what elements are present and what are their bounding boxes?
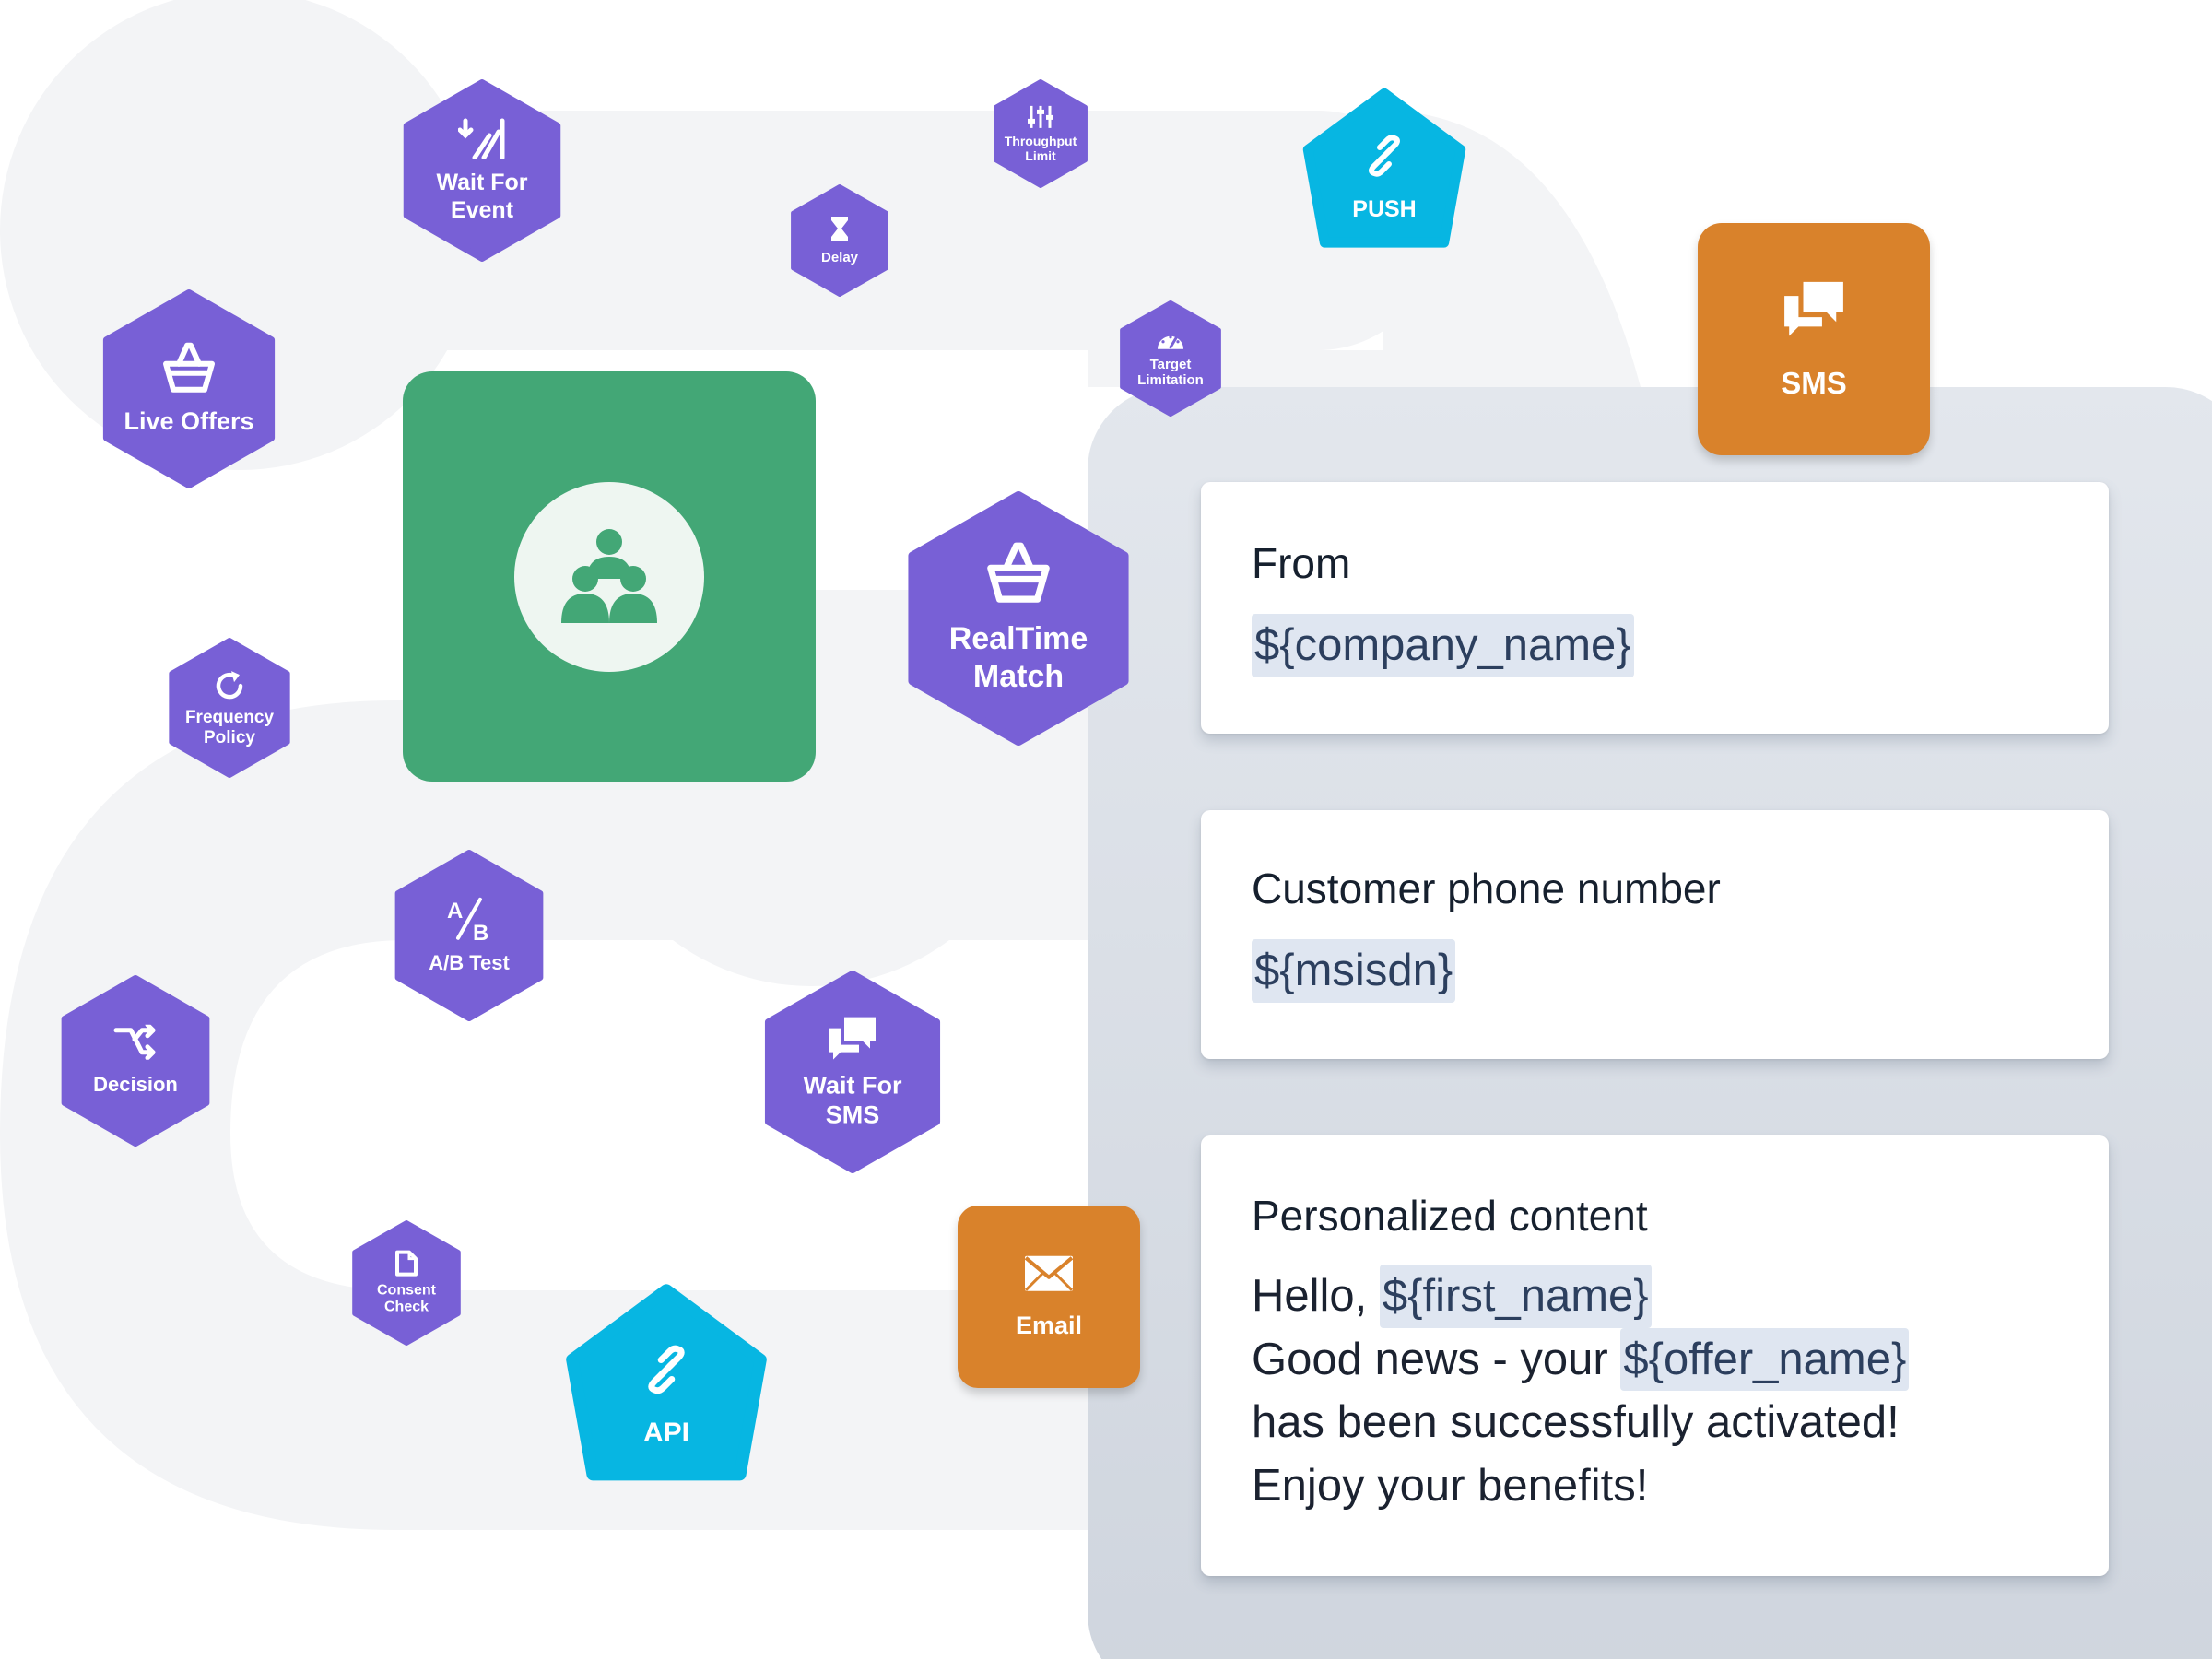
link-icon <box>648 1346 685 1394</box>
api-label: API <box>642 1418 689 1449</box>
push-node[interactable]: PUSH <box>1301 87 1467 253</box>
content-card[interactable]: Personalized content Hello, ${first_name… <box>1201 1135 2109 1576</box>
users-group-icon <box>561 529 657 623</box>
msisdn-variable[interactable]: ${msisdn} <box>1252 939 1456 1003</box>
ab-test-node[interactable]: A B A/B Test <box>394 850 545 1021</box>
live-offers-node[interactable]: Live Offers <box>101 289 276 488</box>
sms-label: SMS <box>1781 366 1847 401</box>
wait-for-event-label: Wait For Event <box>436 170 528 223</box>
consent-check-label: Consent Check <box>377 1282 436 1315</box>
api-node[interactable]: API <box>564 1282 769 1487</box>
delay-node[interactable]: Delay <box>790 184 889 297</box>
chat-bubbles-icon <box>830 1017 876 1060</box>
offer-name-variable[interactable]: ${offer_name} <box>1620 1327 1910 1391</box>
wait-for-event-node[interactable]: Wait For Event <box>402 79 562 262</box>
message-body[interactable]: Hello, ${first_name} Good news - your ${… <box>1252 1265 1910 1517</box>
throughput-limit-node[interactable]: Throughput Limit <box>993 79 1088 188</box>
email-channel-tile[interactable]: Email <box>958 1206 1140 1388</box>
hourglass-icon <box>831 217 848 241</box>
delay-label: Delay <box>820 250 859 265</box>
wait-for-event-icon <box>458 118 505 159</box>
link-icon <box>1369 135 1400 177</box>
sms-channel-tile[interactable]: SMS <box>1698 223 1930 455</box>
realtime-match-label: RealTime Match <box>948 621 1088 694</box>
decision-label: Decision <box>93 1072 178 1096</box>
audience-tile[interactable] <box>403 371 816 782</box>
phone-label: Customer phone number <box>1252 865 1721 912</box>
consent-check-node[interactable]: Consent Check <box>351 1220 462 1346</box>
from-card[interactable]: From ${company_name} <box>1201 482 2109 734</box>
wait-for-sms-label: Wait For SMS <box>803 1071 902 1129</box>
push-label: PUSH <box>1352 196 1417 222</box>
message-line-1: Hello, ${first_name} <box>1252 1265 1909 1328</box>
email-label: Email <box>1015 1311 1083 1339</box>
realtime-match-node[interactable]: RealTime Match <box>906 491 1131 746</box>
live-offers-label: Live Offers <box>124 406 254 435</box>
wait-for-sms-node[interactable]: Wait For SMS <box>763 971 942 1173</box>
throughput-limit-label: Throughput Limit <box>1004 133 1077 163</box>
frequency-policy-label: Frequency Policy <box>184 708 275 747</box>
decision-node[interactable]: Decision <box>60 975 211 1147</box>
target-limitation-node[interactable]: Target Limitation <box>1119 300 1222 417</box>
ab-test-label: A/B Test <box>429 950 510 974</box>
sliders-icon <box>1028 105 1053 128</box>
basket-icon <box>163 342 215 393</box>
content-label: Personalized content <box>1252 1192 1648 1240</box>
split-arrow-icon <box>113 1024 156 1060</box>
phone-value-line: ${msisdn} <box>1252 939 1456 1003</box>
refresh-icon <box>216 671 243 700</box>
ab-icon: A B <box>447 897 488 942</box>
document-icon <box>395 1250 418 1277</box>
phone-card[interactable]: Customer phone number ${msisdn} <box>1201 810 2109 1059</box>
svg-text:B: B <box>473 921 488 942</box>
gauge-icon <box>1158 335 1183 349</box>
envelope-icon <box>1024 1255 1074 1291</box>
message-line-2: Good news - your ${offer_name} <box>1252 1327 1910 1391</box>
message-line-4: Enjoy your benefits! <box>1252 1460 1649 1511</box>
svg-text:A: A <box>447 899 463 924</box>
basket-icon <box>987 542 1050 603</box>
frequency-policy-node[interactable]: Frequency Policy <box>168 638 291 778</box>
target-limitation-label: Target Limitation <box>1137 356 1204 388</box>
message-line-3: has been successfully activated! <box>1252 1397 1900 1447</box>
first-name-variable[interactable]: ${first_name} <box>1379 1265 1652 1328</box>
company-name-variable[interactable]: ${company_name} <box>1252 614 1634 677</box>
from-label: From <box>1252 539 1351 587</box>
from-value-line: ${company_name} <box>1252 614 1634 677</box>
chat-bubbles-icon <box>1784 281 1843 336</box>
